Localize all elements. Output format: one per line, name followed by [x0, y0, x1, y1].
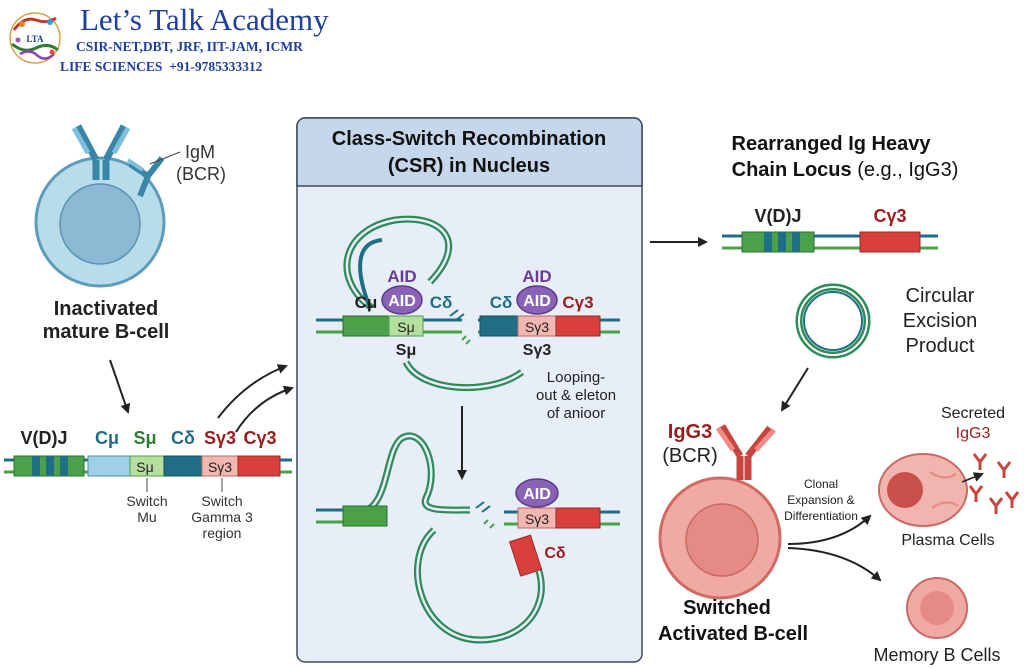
csr-box-smu: Sμ [397, 319, 414, 335]
aid-enzyme-c-label: AID [523, 486, 551, 503]
inactivated-b-cell: IgM (BCR) Inactivated mature B-cell [34, 124, 226, 343]
arrow-to-plasma [787, 514, 872, 545]
loop-note-3: of anioor [547, 405, 605, 422]
rearranged-locus: Rearranged Ig Heavy Chain Locus (e.g., I… [650, 133, 959, 253]
rearranged-cg3: Cγ3 [873, 206, 906, 226]
igg3-bcr-label: (BCR) [662, 445, 718, 467]
note-smu-2: Mu [137, 509, 156, 525]
csr-panel: Class-Switch Recombination (CSR) in Nucl… [296, 117, 643, 663]
aid-enzyme-c [515, 478, 559, 508]
switched-b-cell: IgG3 (BCR) Switched Activated B-cell [658, 421, 808, 645]
memory-label: Memory B Cells [873, 645, 1000, 665]
igm-antibody-small-icon [126, 156, 165, 198]
aid-enzyme-b-label: AID [523, 293, 551, 310]
csr-below-smu: Sμ [396, 342, 416, 359]
academy-title: Let’s Talk Academy [80, 2, 329, 37]
arrow-cell-to-locus [109, 359, 131, 414]
csr-cdelta-bottom: Cδ [544, 545, 566, 562]
inactivated-label-2: mature B-cell [43, 321, 170, 343]
switched-label-2: Activated B-cell [658, 623, 808, 645]
clonal-label-2: Expansion & [787, 493, 854, 507]
aid-label-a: AID [387, 267, 416, 286]
locus-box-sg3: Sγ3 [208, 459, 232, 475]
bcr-label: (BCR) [176, 164, 226, 184]
arrow-locus-to-csr-1 [217, 364, 288, 419]
csr-title-2: (CSR) in Nucleus [388, 155, 550, 177]
rearranged-title-2: Chain Locus (e.g., IgG3) [732, 159, 959, 181]
germline-locus: Sμ Sγ3 V(D)J Cμ Sμ Cδ Sγ3 Cγ3 Switch Mu … [4, 428, 292, 541]
circular-label-1: Circular [906, 285, 975, 307]
locus-label-cmu: Cμ [95, 428, 119, 448]
igg3-label: IgG3 [668, 421, 712, 443]
igm-label: IgM [185, 142, 215, 162]
locus-label-vdj: V(D)J [20, 428, 67, 448]
loop-note-2: out & eleton [536, 387, 616, 404]
arrow-to-memory [787, 547, 882, 582]
academy-subtitle-1: CSIR-NET,DBT, JRF, IIT-JAM, ICMR [76, 39, 303, 54]
cdelta-bottom-segment [508, 534, 543, 577]
locus-box-smu: Sμ [136, 459, 153, 475]
academy-logo-icon: LTA [9, 12, 61, 64]
csr-cg3: Cγ3 [562, 293, 593, 312]
csr-cdelta-b: Cδ [490, 293, 513, 312]
switched-label-1: Switched [683, 597, 771, 619]
inactivated-label-1: Inactivated [54, 298, 158, 320]
note-smu-1: Switch [126, 493, 167, 509]
aid-enzyme-a-label: AID [388, 293, 416, 310]
logo-text: LTA [26, 34, 44, 44]
clonal-label-3: Differentiation [784, 509, 858, 523]
igm-antibody-icon [71, 124, 131, 180]
note-sg3-3: region [203, 525, 242, 541]
csr-cdelta-a: Cδ [430, 293, 453, 312]
circular-label-3: Product [906, 335, 975, 357]
secreted-label-2: IgG3 [956, 425, 991, 442]
aid-enzyme-b [516, 285, 558, 315]
csr-box-sg3: Sγ3 [525, 319, 549, 335]
note-sg3-2: Gamma 3 [191, 509, 253, 525]
secreted-igg3: Secreted IgG3 [941, 405, 1020, 514]
arrow-to-switched-cell [780, 367, 809, 412]
note-sg3-1: Switch [201, 493, 242, 509]
memory-b-cell: Memory B Cells [873, 577, 1001, 665]
header: LTA Let’s Talk Academy CSIR-NET,DBT, JRF… [9, 2, 329, 74]
aid-enzyme-a [381, 285, 423, 315]
aid-label-b: AID [522, 267, 551, 286]
academy-subtitle-2: LIFE SCIENCES +91-9785333312 [60, 59, 263, 74]
circular-label-2: Excision [903, 310, 977, 332]
arrow-secretion [961, 472, 984, 483]
plasma-cell: Plasma Cells [878, 453, 995, 549]
csr-below-sg3: Sγ3 [523, 342, 552, 359]
locus-label-smu: Sμ [133, 428, 156, 448]
csr-cmu: Cμ [355, 293, 378, 312]
loop-note-1: Looping- [547, 369, 605, 386]
secreted-antibody-icon [968, 453, 1020, 514]
locus-label-sg3: Sγ3 [204, 428, 236, 448]
plasma-label: Plasma Cells [901, 532, 994, 549]
arrow-locus-to-csr-2 [235, 385, 294, 433]
rearranged-title-2-bold: Chain Locus [732, 159, 852, 181]
csr-title-1: Class-Switch Recombination [332, 128, 607, 150]
circular-excision-product: Circular Excision Product [795, 283, 977, 359]
igg3-antibody-icon [715, 424, 776, 480]
locus-label-cdelta: Cδ [171, 428, 195, 448]
secreted-label-1: Secreted [941, 405, 1005, 422]
rearranged-vdj: V(D)J [754, 206, 801, 226]
locus-label-cg3: Cγ3 [243, 428, 276, 448]
rearranged-title-2-rest: (e.g., IgG3) [852, 159, 959, 181]
rearranged-title-1: Rearranged Ig Heavy [732, 133, 932, 155]
clonal-label-1: Clonal [804, 477, 838, 491]
csr-box-sg3-bottom: Sγ3 [525, 511, 549, 527]
